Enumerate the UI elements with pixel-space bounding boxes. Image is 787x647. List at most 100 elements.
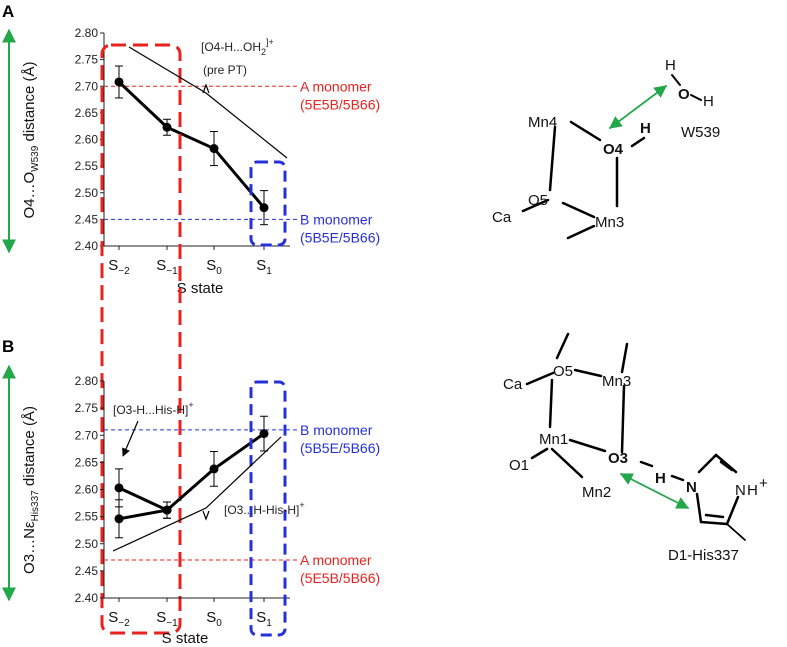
ytick-label: 2.75 <box>75 401 99 415</box>
bond <box>630 136 646 148</box>
chart-b-ylabel: O3…NεHis337 distance (Å) <box>21 406 41 574</box>
chart-b-brace-tip <box>202 510 210 521</box>
bond <box>639 460 654 468</box>
hbond-arrow-top <box>608 85 668 129</box>
atom-ca: Ca <box>503 376 523 393</box>
atom-mn1: Mn1 <box>539 431 568 448</box>
atom-h: H <box>655 470 666 487</box>
methyl-bond <box>726 523 746 541</box>
structure-top <box>521 74 702 240</box>
blue-dashed-box-b <box>249 380 287 637</box>
reference-line-label: B monomer <box>300 422 373 438</box>
chart-b-annotation-1-arrow <box>122 420 139 457</box>
chart-b-xticks: S−2 S−1 S0 S1 <box>108 598 272 629</box>
bond <box>670 474 685 482</box>
atom-o3: O3 <box>608 450 628 467</box>
atom-o4: O4 <box>603 141 624 158</box>
atom-o5: O5 <box>553 363 573 380</box>
ytick-label: 2.65 <box>75 455 99 469</box>
atom-mn4: Mn4 <box>528 114 557 131</box>
xtick-label: S0 <box>206 257 222 277</box>
reference-line-source: (5E5B/5B66) <box>300 570 380 586</box>
atom-o-water: O <box>678 86 690 103</box>
chart-a-brace <box>128 46 288 159</box>
ytick-label: 2.75 <box>75 53 99 67</box>
chart-b-yticks: 2.402.452.502.552.602.652.702.752.80 <box>75 374 104 605</box>
bond <box>548 378 554 429</box>
xtick-label: S−2 <box>108 609 130 629</box>
xtick-label: S−2 <box>108 257 130 277</box>
ring-bond <box>725 495 740 526</box>
data-point <box>209 464 219 474</box>
ring-bond <box>697 453 718 474</box>
series-line <box>117 80 266 209</box>
atom-h-epsilon: H <box>747 482 758 499</box>
bond <box>569 120 602 142</box>
ytick-label: 2.55 <box>75 510 99 524</box>
data-point <box>162 122 172 132</box>
structure-bottom <box>525 332 746 541</box>
chart-a-reference-lines: A monomer(5E5B/5B66)B monomer(5B5E/5B66) <box>104 78 380 245</box>
chart-a-xticks: S−2 S−1 S0 S1 <box>108 246 272 277</box>
bond <box>530 447 549 460</box>
atom-mn2: Mn2 <box>582 484 611 501</box>
bond <box>548 125 557 192</box>
chart-a-yticks: 2.402.452.502.552.602.652.702.752.80 <box>75 26 104 253</box>
label-w539: W539 <box>681 124 720 141</box>
ytick-label: 2.50 <box>75 537 99 551</box>
chart-b-brace <box>112 436 282 552</box>
bond <box>568 438 607 453</box>
ring-double-bond <box>704 513 725 519</box>
ring-double-bond <box>719 460 734 472</box>
panel-b-label: B <box>2 337 14 356</box>
atom-h: H <box>640 120 651 137</box>
structure-bottom-labels: Ca O5 Mn3 Mn1 O3 H O1 Mn2 N N H + D1-His… <box>503 363 768 564</box>
xtick-label: S0 <box>206 609 222 629</box>
chart-a-series <box>114 65 269 226</box>
blue-dashed-box-a <box>249 160 287 247</box>
bond <box>573 368 603 378</box>
ytick-label: 2.45 <box>75 212 99 226</box>
chart-a-ylabel: O4…OW539 distance (Å) <box>21 61 41 218</box>
xtick-label: S1 <box>256 257 272 277</box>
reference-line-label: A monomer <box>300 78 372 94</box>
data-point <box>114 77 124 87</box>
ytick-label: 2.40 <box>75 591 99 605</box>
xtick-label: S−1 <box>156 257 178 277</box>
reference-line-label: B monomer <box>300 211 373 227</box>
ytick-label: 2.65 <box>75 106 99 120</box>
ring-bond <box>695 492 703 524</box>
data-point <box>162 505 172 515</box>
chart-b: 2.402.452.502.552.602.652.702.752.80 S−2… <box>21 374 380 647</box>
data-point <box>114 483 124 493</box>
ytick-label: 2.70 <box>75 79 99 93</box>
chart-a-annotation-2: (pre PT) <box>203 63 247 77</box>
label-d1-his337: D1-His337 <box>668 547 739 564</box>
bond <box>671 74 681 86</box>
atom-ca: Ca <box>492 209 512 226</box>
xtick-label: S1 <box>256 609 272 629</box>
ytick-label: 2.80 <box>75 374 99 388</box>
series-line <box>118 432 265 521</box>
xtick-label: S−1 <box>156 609 178 629</box>
ytick-label: 2.60 <box>75 483 99 497</box>
chart-a-annotation: [O4-H...OH2]+ <box>201 37 274 57</box>
bond <box>525 371 555 386</box>
chart-b-series <box>114 415 269 539</box>
reference-line-source: (5B5E/5B66) <box>300 440 380 456</box>
ytick-label: 2.80 <box>75 26 99 40</box>
bond <box>566 224 596 240</box>
atom-o1: O1 <box>509 457 529 474</box>
data-point <box>259 429 269 439</box>
bond <box>690 94 702 101</box>
series-line <box>118 486 168 512</box>
chart-b-annotation-2: [O3...H-His-H]+ <box>224 500 305 517</box>
atom-n-delta: N <box>686 479 697 496</box>
atom-h-water-1: H <box>665 57 676 74</box>
ytick-label: 2.60 <box>75 133 99 147</box>
data-point <box>209 144 219 154</box>
hbond-arrow-bottom <box>619 473 690 509</box>
ytick-label: 2.55 <box>75 159 99 173</box>
chart-a: 2.40 2.45 2.50 2.55 2.60 2.65 2.70 2.75 2.80 S−2… <box>21 26 380 635</box>
panel-a-label: A <box>2 2 14 21</box>
